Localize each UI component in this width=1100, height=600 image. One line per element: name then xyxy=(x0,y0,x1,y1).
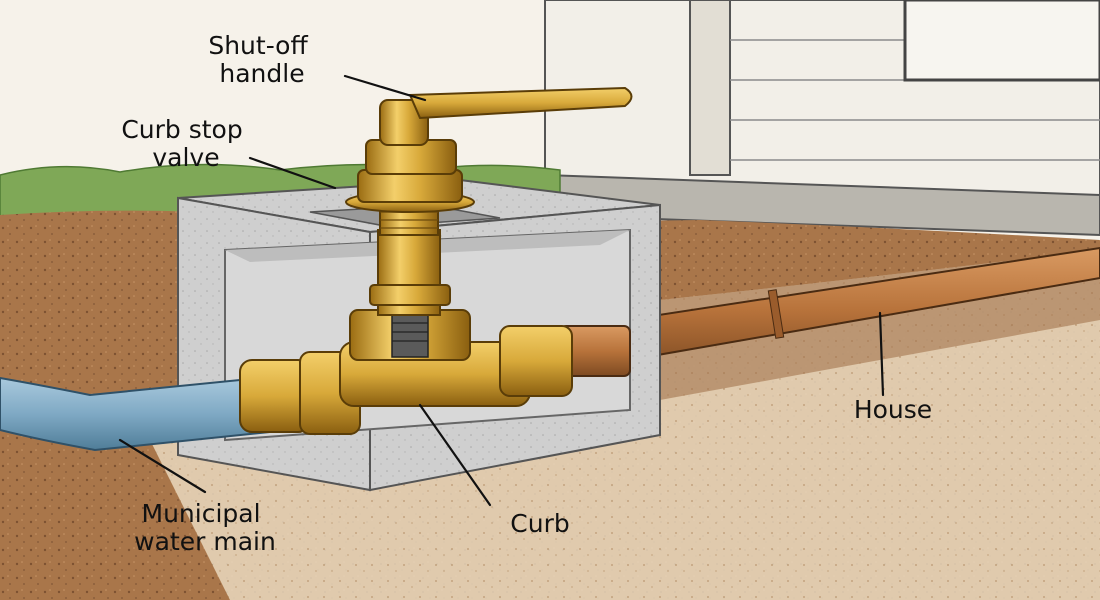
valve-stem xyxy=(345,139,475,316)
leader-curb xyxy=(418,403,492,507)
leader-shutoff-handle xyxy=(343,74,427,102)
label-curb-stop-valve: Curb stop valve xyxy=(121,115,250,172)
shutoff-handle xyxy=(379,86,633,146)
leader-house xyxy=(878,311,885,397)
house-window xyxy=(903,0,1100,82)
label-shutoff-handle: Shut-off handle xyxy=(208,31,315,88)
curb-stop-valve-body xyxy=(239,304,573,435)
label-curb: Curb xyxy=(510,509,569,538)
label-house: House xyxy=(854,395,932,424)
house-wall xyxy=(544,0,1100,237)
leader-curb-stop-valve xyxy=(248,156,337,190)
label-municipal-water-main: Municipal water main xyxy=(134,499,276,556)
leader-water-main xyxy=(118,438,207,494)
